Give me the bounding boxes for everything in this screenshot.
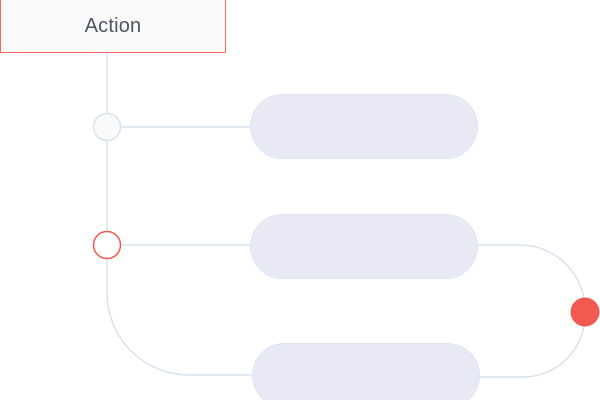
action-node[interactable]: Action xyxy=(0,0,226,53)
branch-node-2[interactable] xyxy=(250,214,478,279)
action-node-label: Action xyxy=(84,15,142,37)
branch-point-inactive[interactable] xyxy=(92,112,122,142)
trunk-connector xyxy=(106,52,252,376)
branch-node-1[interactable] xyxy=(250,94,478,159)
branch-point-active[interactable] xyxy=(92,230,122,260)
branch-node-3[interactable] xyxy=(252,343,480,400)
end-marker-dot[interactable] xyxy=(570,297,600,327)
loop-connector xyxy=(478,244,586,378)
